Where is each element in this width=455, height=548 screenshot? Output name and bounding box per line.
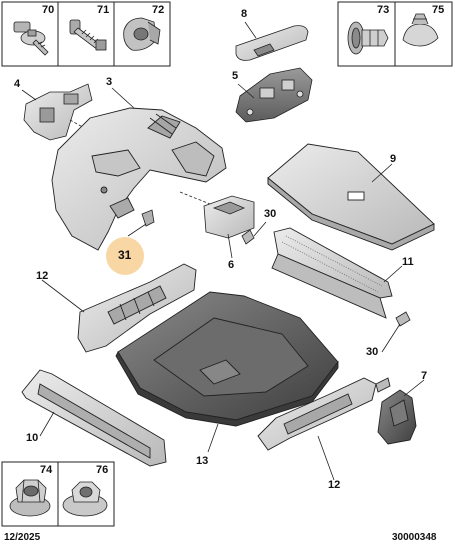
clip-nut-icon	[123, 17, 161, 51]
push-rivet-icon	[347, 21, 389, 55]
callout-13: 13	[196, 455, 209, 467]
part-9-parcel-shelf	[267, 143, 435, 251]
callout-12-upper: 12	[36, 270, 49, 282]
flange-nut-icon	[62, 481, 108, 517]
fastener-ref-76: 76	[96, 464, 109, 476]
part-10-rear-beam-trim	[21, 369, 167, 467]
fastener-ref-74: 74	[40, 464, 53, 476]
fastener-ref-70: 70	[42, 4, 55, 16]
callout-8: 8	[241, 8, 248, 20]
fastener-box-top-left	[1, 1, 171, 67]
part-5-latch-bracket	[235, 67, 313, 123]
threaded-screw-icon	[69, 19, 107, 51]
callout-3: 3	[106, 76, 113, 88]
callout-9: 9	[390, 153, 397, 165]
highlight-marker	[106, 237, 144, 275]
callout-10: 10	[26, 432, 39, 444]
callout-31: 31	[118, 248, 132, 262]
hex-flange-nut-icon	[9, 479, 51, 517]
part-12-side-trim-right	[257, 377, 391, 451]
fastener-ref-71: 71	[97, 4, 110, 16]
fir-tree-clip-icon	[402, 13, 439, 47]
fastener-ref-75: 75	[432, 4, 445, 16]
callout-4: 4	[14, 78, 21, 90]
footer-date: 12/2025	[4, 532, 41, 543]
part-3-side-trim-panel	[51, 107, 227, 251]
callout-30-lower: 30	[366, 346, 379, 358]
callout-7: 7	[421, 370, 428, 382]
fastener-box-top-right	[337, 1, 453, 67]
part-6-bracket	[179, 191, 255, 239]
footer-doc-number: 30000348	[392, 532, 437, 543]
part-7-bracket	[377, 389, 417, 445]
part-12-side-trim-left	[77, 263, 197, 353]
part-30-clip-upper	[241, 229, 255, 245]
callout-11: 11	[402, 256, 414, 268]
callout-12-lower: 12	[328, 479, 341, 491]
part-31-fastener	[127, 209, 155, 237]
fastener-box-bottom-left	[1, 461, 115, 527]
callout-30-upper: 30	[264, 208, 277, 220]
callout-6: 6	[228, 259, 235, 271]
callout-5: 5	[232, 70, 239, 82]
part-13-floor-tray	[115, 291, 339, 427]
part-11-sill-trim	[271, 227, 393, 319]
part-8-handle	[235, 25, 309, 61]
fastener-ref-73: 73	[377, 4, 390, 16]
screw-with-washer-icon	[13, 21, 49, 56]
part-30-clip-lower	[395, 311, 411, 327]
fastener-ref-72: 72	[152, 4, 165, 16]
leader-lines	[21, 21, 425, 481]
